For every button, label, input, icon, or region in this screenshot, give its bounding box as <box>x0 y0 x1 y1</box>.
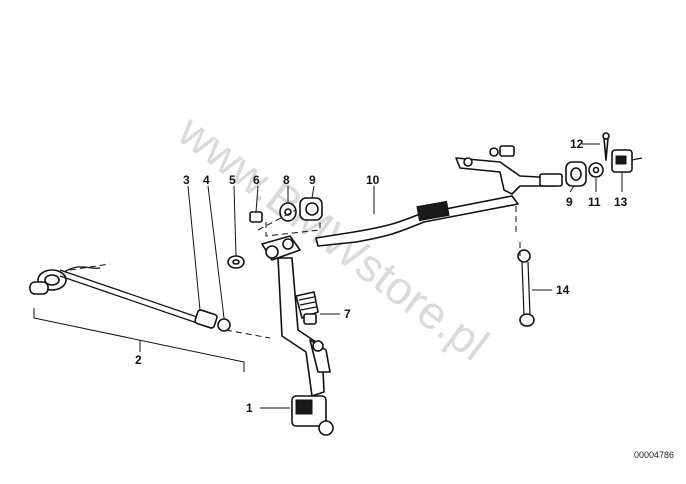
callout-9-right: 9 <box>566 195 573 209</box>
callout-14: 14 <box>556 283 570 297</box>
callout-2-bracket <box>33 308 245 372</box>
callout-1: 1 <box>246 401 253 415</box>
callout-3: 3 <box>183 173 190 187</box>
bushing-9-right <box>565 161 587 187</box>
callout-13: 13 <box>614 195 628 209</box>
pivot-block <box>261 235 301 261</box>
link-rod-14 <box>517 249 535 327</box>
cotter-pin-12 <box>602 132 610 161</box>
cable-assembly <box>29 263 271 339</box>
callout-2: 2 <box>135 353 142 367</box>
washer-11 <box>588 162 604 178</box>
callout-4: 4 <box>203 173 210 187</box>
washer-5 <box>227 255 245 269</box>
callout-5: 5 <box>229 173 236 187</box>
callout-11: 11 <box>588 195 601 209</box>
callout-6: 6 <box>253 173 260 187</box>
callout-8: 8 <box>283 173 290 187</box>
nut-6 <box>249 211 263 223</box>
callout-12: 12 <box>570 137 584 151</box>
leader-lines <box>187 143 623 409</box>
bolt-7 <box>295 291 319 325</box>
document-number: 00004786 <box>634 450 674 460</box>
callout-10: 10 <box>366 173 380 187</box>
bushing-9-left <box>299 197 323 221</box>
callout-7: 7 <box>344 307 351 321</box>
callout-9-left: 9 <box>309 173 316 187</box>
shift-lever <box>277 257 334 436</box>
selector-rod <box>315 145 563 247</box>
bushing-8 <box>279 202 297 222</box>
clip-13 <box>611 149 633 173</box>
